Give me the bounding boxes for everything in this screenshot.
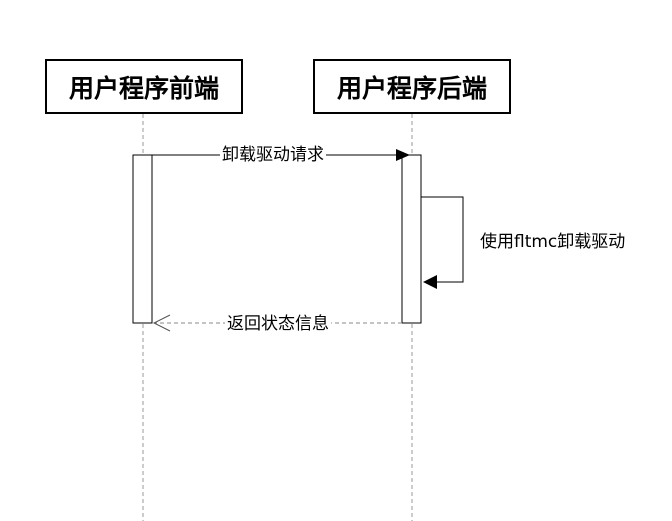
participant-label-frontend: 用户程序前端 <box>68 73 219 103</box>
message-arrow-self-call <box>421 196 464 283</box>
message-label-request: 卸载驱动请求 <box>220 145 326 165</box>
arrowhead-request <box>396 149 410 161</box>
arrowhead-self-call <box>423 275 437 289</box>
activation-bar-frontend <box>132 154 153 324</box>
participant-box-frontend: 用户程序前端 <box>45 59 243 114</box>
participant-label-backend: 用户程序后端 <box>336 73 487 103</box>
participant-box-backend: 用户程序后端 <box>313 59 511 114</box>
activation-bar-backend <box>401 154 422 324</box>
message-label-self-call: 使用fltmc卸载驱动 <box>480 232 626 252</box>
message-label-reply: 返回状态信息 <box>225 314 331 334</box>
arrowhead-reply <box>152 314 171 332</box>
